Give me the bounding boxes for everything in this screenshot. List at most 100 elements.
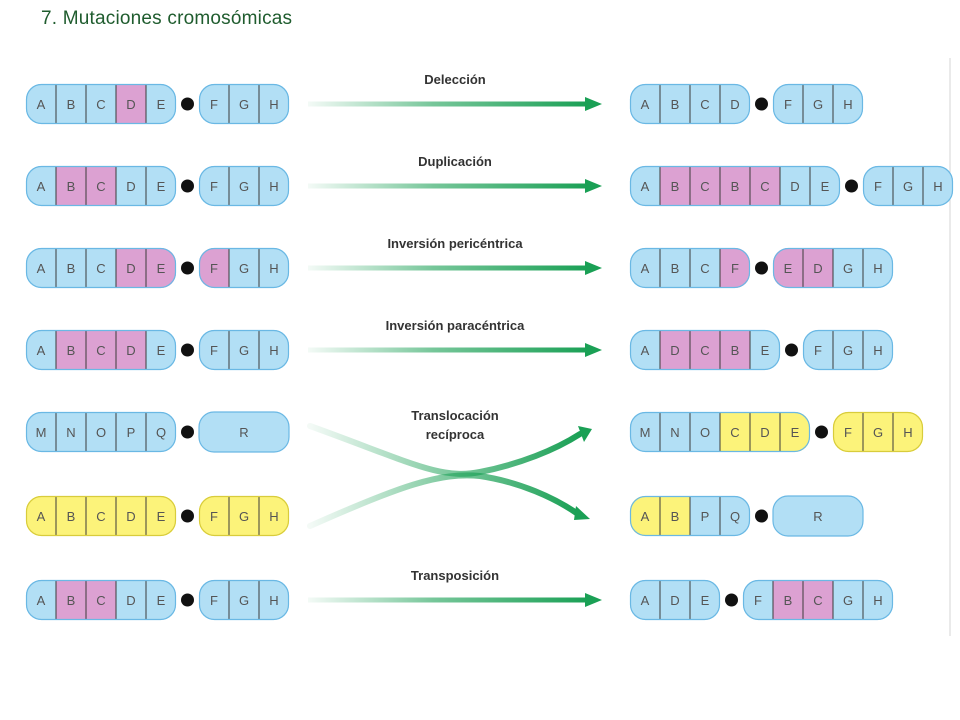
gene-label: G: [239, 97, 249, 112]
gene-segment-a: [26, 166, 56, 206]
gene-label: D: [670, 343, 679, 358]
gene-label: H: [873, 593, 882, 608]
mutation-arrow: [308, 343, 602, 357]
gene-label: F: [844, 425, 852, 440]
centromere: [725, 593, 738, 607]
gene-segment-f: [863, 166, 893, 206]
gene-label: G: [239, 509, 249, 524]
gene-segment-g: [833, 248, 863, 288]
gene-label: H: [933, 179, 942, 194]
gene-label: R: [813, 509, 822, 524]
gene-segment-e: [146, 84, 176, 124]
gene-label: D: [670, 593, 679, 608]
gene-segment-f: [199, 496, 229, 536]
gene-label: A: [641, 261, 650, 276]
centromere: [815, 425, 828, 439]
gene-label: Q: [156, 425, 166, 440]
gene-label: D: [790, 179, 799, 194]
gene-label: B: [67, 179, 76, 194]
gene-segment-h: [259, 84, 289, 124]
gene-segment-a: [630, 166, 660, 206]
gene-segment-a: [630, 496, 660, 536]
mutation-label: Translocación: [411, 408, 498, 423]
gene-segment-p: [690, 496, 720, 536]
gene-segment-e: [146, 248, 176, 288]
gene-label: P: [701, 509, 710, 524]
chromosome-arm-outline: [629, 411, 811, 453]
gene-label: B: [671, 261, 680, 276]
gene-label: A: [641, 593, 650, 608]
gene-segment-b: [660, 166, 690, 206]
chromosome-arm-outline: [25, 247, 177, 289]
chromosome-arm-outline: [25, 411, 177, 453]
gene-segment-e: [146, 166, 176, 206]
gene-label: H: [269, 261, 278, 276]
chromosome-arm-outline: [802, 329, 894, 371]
chromosome-arm-outline: [742, 579, 894, 621]
gene-segment-g: [803, 84, 833, 124]
gene-label: E: [157, 343, 166, 358]
gene-segment-c: [690, 166, 720, 206]
gene-label: D: [126, 179, 135, 194]
gene-segment-f: [743, 580, 773, 620]
gene-label: D: [126, 509, 135, 524]
gene-segment-d: [750, 412, 780, 452]
chromosome-arm-outline: [629, 495, 751, 537]
gene-segment-h: [863, 330, 893, 370]
gene-label: Q: [730, 509, 740, 524]
translocation-arrows: [307, 423, 592, 529]
gene-label: B: [67, 97, 76, 112]
gene-segment-r: [772, 495, 864, 537]
centromere: [181, 261, 194, 275]
gene-label: B: [731, 343, 740, 358]
gene-label: E: [157, 97, 166, 112]
chromosome-arm-outline: [629, 329, 781, 371]
gene-label: C: [700, 261, 709, 276]
mutation-label: Delección: [424, 72, 485, 87]
centromere: [785, 343, 798, 357]
gene-label: E: [157, 261, 166, 276]
centromere: [181, 425, 194, 439]
gene-segment-c: [86, 496, 116, 536]
gene-label: F: [210, 593, 218, 608]
gene-label: E: [821, 179, 830, 194]
chromosome-arm-outline: [198, 247, 290, 289]
gene-label: A: [641, 509, 650, 524]
gene-segment-g: [229, 580, 259, 620]
gene-segment-q: [720, 496, 750, 536]
chromosome-arm-outline: [25, 579, 177, 621]
gene-label: C: [700, 343, 709, 358]
gene-label: H: [873, 343, 882, 358]
gene-label: G: [239, 343, 249, 358]
gene-segment-g: [863, 412, 893, 452]
gene-segment-f: [199, 84, 229, 124]
gene-label: F: [210, 97, 218, 112]
gene-segment-b: [773, 580, 803, 620]
gene-label: F: [210, 261, 218, 276]
chromosome-arm-outline: [629, 83, 751, 125]
gene-label: C: [96, 97, 105, 112]
gene-segment-a: [630, 248, 660, 288]
gene-label: B: [671, 509, 680, 524]
gene-label: O: [700, 425, 710, 440]
gene-segment-f: [199, 330, 229, 370]
gene-segment-h: [259, 330, 289, 370]
gene-segment-h: [259, 496, 289, 536]
gene-label: A: [37, 509, 46, 524]
gene-segment-a: [26, 580, 56, 620]
gene-segment-h: [833, 84, 863, 124]
gene-label: B: [671, 179, 680, 194]
gene-label: H: [269, 509, 278, 524]
mutation-label: Transposición: [411, 568, 499, 583]
gene-segment-g: [893, 166, 923, 206]
gene-segment-p: [116, 412, 146, 452]
gene-segment-c: [86, 84, 116, 124]
gene-label: G: [843, 261, 853, 276]
gene-segment-g: [833, 330, 863, 370]
